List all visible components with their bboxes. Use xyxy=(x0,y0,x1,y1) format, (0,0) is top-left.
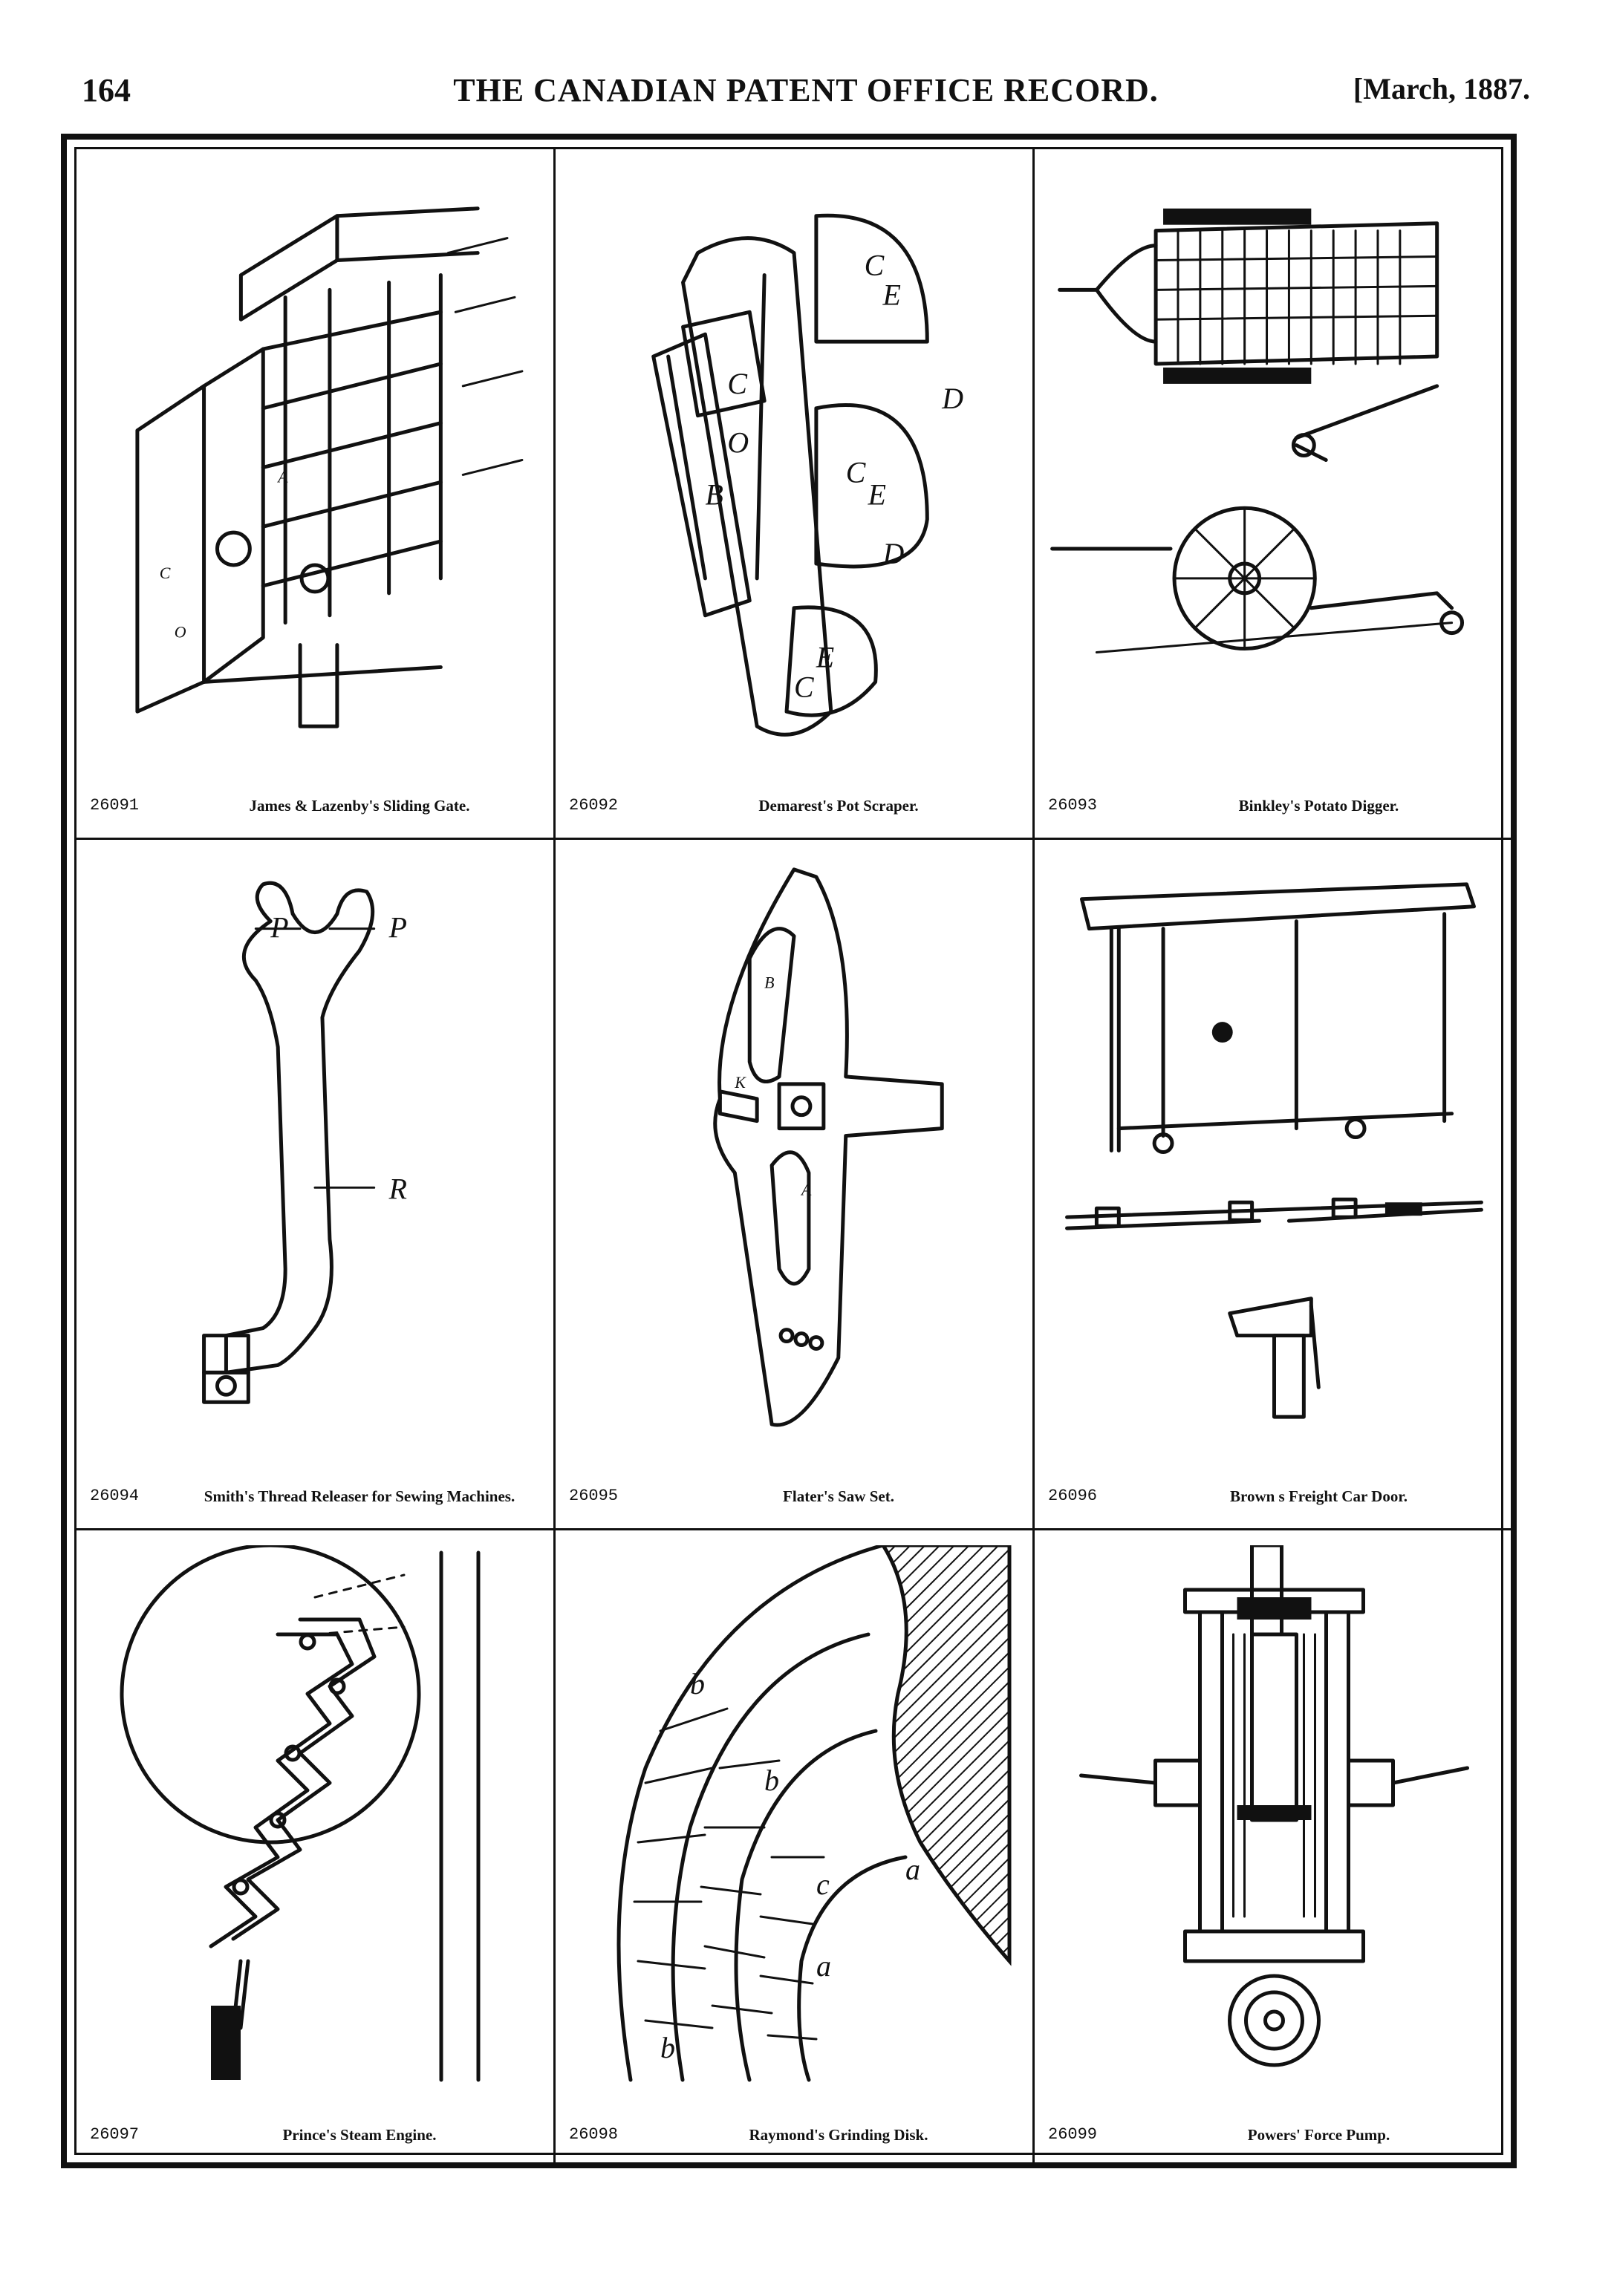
patent-number: 26094 xyxy=(90,1487,140,1505)
letter-label: C xyxy=(794,670,814,703)
letter-label: c xyxy=(816,1868,830,1901)
svg-text:A: A xyxy=(276,467,288,486)
patent-title: Brown s Freight Car Door. xyxy=(1230,1487,1408,1505)
caption: 26098 Raymond's Grinding Disk. xyxy=(569,2125,1019,2145)
patent-title: Binkley's Potato Digger. xyxy=(1238,797,1399,815)
letter-label: O xyxy=(727,426,749,460)
patent-cell-26096: 26096 Brown s Freight Car Door. xyxy=(1035,840,1514,1530)
letter-label: D xyxy=(882,537,905,570)
plate-frame: C O A 26091 James & Lazenby's Sliding Ga… xyxy=(61,134,1517,2168)
letter-label: a xyxy=(816,1949,831,1983)
letter-label: a xyxy=(905,1853,920,1886)
letter-label: P xyxy=(270,911,288,945)
svg-text:O: O xyxy=(175,623,186,642)
letter-label: C xyxy=(727,367,747,400)
patent-cell-26098: b b c a a b 26098 Raymond's Grinding Dis… xyxy=(556,1530,1035,2167)
patent-number: 26095 xyxy=(569,1487,619,1505)
letter-label: B xyxy=(705,477,723,511)
caption: 26092 Demarest's Pot Scraper. xyxy=(569,796,1019,815)
letter-label: D xyxy=(941,382,963,415)
caption: 26094 Smith's Thread Releaser for Sewing… xyxy=(90,1487,540,1506)
patent-title: James & Lazenby's Sliding Gate. xyxy=(249,797,470,815)
patent-title: Flater's Saw Set. xyxy=(783,1487,894,1505)
releaser-letters: P P R xyxy=(270,911,407,1206)
steam-engine-drawing-icon xyxy=(91,1545,538,2085)
patent-title: Smith's Thread Releaser for Sewing Machi… xyxy=(204,1487,515,1505)
issue-date: [March, 1887. xyxy=(1353,72,1530,105)
patent-number: 26096 xyxy=(1048,1487,1098,1505)
patent-cell-26095: A B K 26095 Flater's Saw Set. xyxy=(556,840,1035,1530)
scraper-letters: C E D B C O C E D E C xyxy=(705,248,963,703)
patent-number: 26092 xyxy=(569,796,619,815)
letter-label: E xyxy=(816,640,834,674)
letter-label: P xyxy=(388,911,407,945)
freight-car-door-drawing-icon xyxy=(1050,855,1499,1447)
potato-digger-drawing-icon xyxy=(1050,164,1499,756)
saw-set-letters: A B K xyxy=(734,973,812,1198)
letter-label: E xyxy=(868,477,886,511)
letter-label: B xyxy=(764,973,774,991)
patent-cell-26091: C O A 26091 James & Lazenby's Sliding Ga… xyxy=(77,149,556,840)
page-header: 164 THE CANADIAN PATENT OFFICE RECORD. [… xyxy=(82,71,1530,123)
saw-set-drawing-icon: A B K xyxy=(570,855,1018,1447)
letter-label: b xyxy=(660,2031,675,2064)
patent-title: Powers' Force Pump. xyxy=(1247,2126,1390,2144)
patent-number: 26099 xyxy=(1048,2125,1098,2144)
caption: 26091 James & Lazenby's Sliding Gate. xyxy=(90,796,540,815)
patent-number: 26091 xyxy=(90,796,140,815)
letter-label: E xyxy=(882,278,901,311)
patent-title: Raymond's Grinding Disk. xyxy=(749,2126,928,2144)
patent-cell-26094: P P R 26094 Smith's Thread Releaser for … xyxy=(77,840,556,1530)
caption: 26096 Brown s Freight Car Door. xyxy=(1048,1487,1500,1506)
letter-label: C xyxy=(846,455,866,489)
letter-label: R xyxy=(388,1172,407,1205)
caption: 26095 Flater's Saw Set. xyxy=(569,1487,1019,1506)
grinding-disk-drawing-icon: b b c a a b xyxy=(570,1545,1018,2085)
svg-text:C: C xyxy=(160,564,171,582)
thread-releaser-drawing-icon: P P R xyxy=(91,855,538,1447)
force-pump-drawing-icon xyxy=(1050,1545,1499,2085)
grinding-letters: b b c a a b xyxy=(660,1667,920,2064)
letter-label: K xyxy=(734,1073,746,1092)
patent-number: 26093 xyxy=(1048,796,1098,815)
caption: 26093 Binkley's Potato Digger. xyxy=(1048,796,1500,815)
patent-title: Prince's Steam Engine. xyxy=(282,2126,437,2144)
page-number: 164 xyxy=(82,72,131,108)
patent-number: 26098 xyxy=(569,2125,619,2144)
letter-label: b xyxy=(764,1764,779,1797)
letter-label: b xyxy=(690,1667,705,1700)
patent-cell-26092: C E D B C O C E D E C xyxy=(556,149,1035,840)
plate-inner-frame: C O A 26091 James & Lazenby's Sliding Ga… xyxy=(74,147,1514,2167)
patent-title: Demarest's Pot Scraper. xyxy=(758,797,919,815)
running-title: THE CANADIAN PATENT OFFICE RECORD. xyxy=(453,72,1159,108)
patent-cell-26099: 26099 Powers' Force Pump. xyxy=(1035,1530,1514,2167)
caption: 26097 Prince's Steam Engine. xyxy=(90,2125,540,2145)
patent-cell-26093: 26093 Binkley's Potato Digger. xyxy=(1035,149,1514,840)
pot-scraper-drawing-icon: C E D B C O C E D E C xyxy=(570,164,1018,756)
patent-number: 26097 xyxy=(90,2125,140,2144)
patent-grid: C O A 26091 James & Lazenby's Sliding Ga… xyxy=(77,149,1514,2167)
sliding-gate-drawing-icon: C O A xyxy=(91,164,538,756)
letter-label: A xyxy=(800,1180,812,1198)
letter-label: C xyxy=(865,248,885,281)
patent-cell-26097: 26097 Prince's Steam Engine. xyxy=(77,1530,556,2167)
caption: 26099 Powers' Force Pump. xyxy=(1048,2125,1500,2145)
